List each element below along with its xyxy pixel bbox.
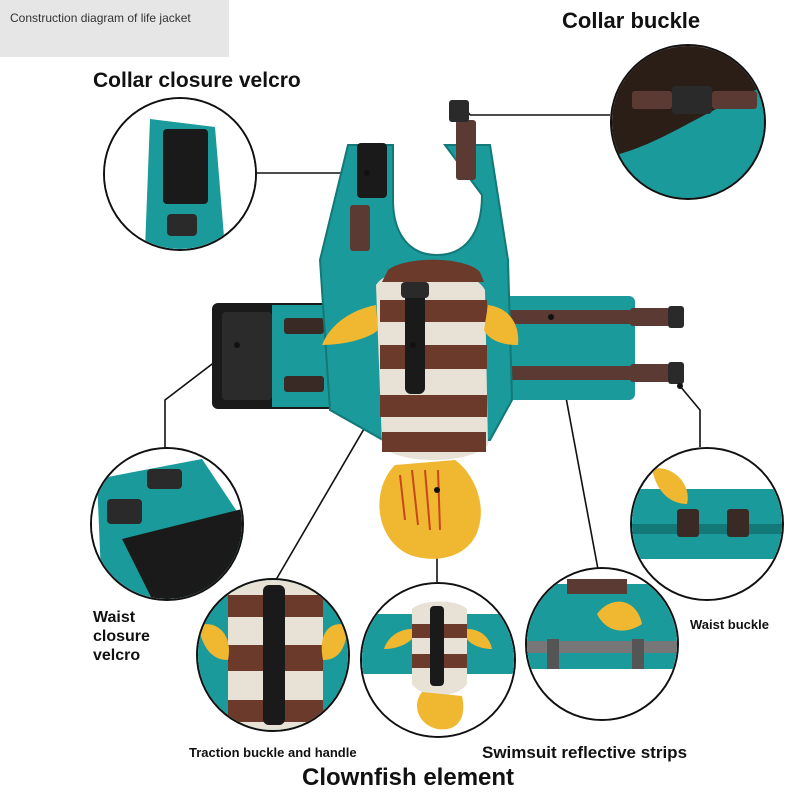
leader-waist-buckle (679, 385, 701, 447)
tail-fin (379, 460, 481, 559)
label-waist-buckle: Waist buckle (690, 617, 769, 632)
collar-buckle-mark (449, 100, 469, 122)
tail-lines (399, 469, 441, 531)
right-fin (484, 305, 519, 345)
clownfish-body (376, 259, 488, 460)
detail-traction (196, 578, 350, 732)
label-collar-buckle: Collar buckle (562, 8, 701, 33)
left-fin (322, 305, 378, 345)
label-clownfish: Clownfish element (302, 764, 515, 791)
diagram-title-box (0, 0, 229, 57)
label-collar-velcro: Collar closure velcro (93, 69, 301, 92)
diagram-title: Construction diagram of life jacket (10, 11, 191, 25)
detail-waist-buckle (630, 447, 784, 601)
detail-reflective (525, 567, 679, 721)
detail-waist-velcro (90, 447, 244, 601)
detail-clownfish (360, 582, 516, 738)
right-waist-panel (500, 296, 684, 400)
label-traction: Traction buckle and handle (189, 745, 357, 760)
label-reflective: Swimsuit reflective strips (482, 743, 688, 762)
collar-velcro-strip (357, 143, 387, 198)
label-waist-velcro: Waist closure velcro (93, 609, 150, 664)
detail-collar-buckle (610, 44, 766, 200)
traction-handle (405, 282, 425, 394)
left-waist-panel (212, 303, 337, 409)
detail-collar-velcro (103, 97, 257, 251)
